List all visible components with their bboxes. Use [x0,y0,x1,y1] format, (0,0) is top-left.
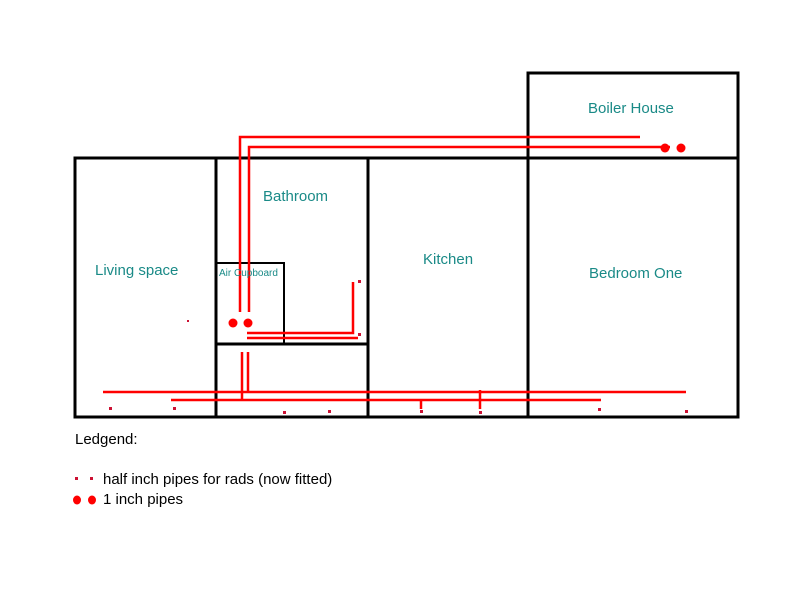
inch-pipe-dot [660,143,670,153]
inch-pipe-dot [228,318,238,328]
legend-rad-dot [90,477,93,480]
legend-item-one-inch: 1 inch pipes [103,491,184,508]
rad-dot [328,410,331,413]
rad-dot [358,280,361,283]
rad-points [75,280,688,480]
rad-dot [479,411,482,414]
legend-rad-dot [75,477,78,480]
rad-dot [283,411,286,414]
room-label-living-space: Living space [95,262,179,279]
rad-dot [598,408,601,411]
pipe [238,135,640,312]
pipes [103,135,686,409]
rad-dot [358,333,361,336]
rad-dot [109,407,112,410]
room-label-boiler-house: Boiler House [588,100,674,117]
rad-dot [187,320,189,322]
pipe [247,145,670,312]
room-label-bedroom-one: Bedroom One [589,265,683,282]
room-label-bathroom: Bathroom [263,188,329,205]
boiler-house-wall [526,71,740,160]
room-label-kitchen: Kitchen [423,251,474,268]
inch-pipe-dot [676,143,686,153]
legend-inch-dot [73,495,81,505]
legend-inch-dot [88,495,96,505]
pipe [247,282,355,335]
rad-dot [420,410,423,413]
inch-pipe-dot [243,318,253,328]
legend-title: Ledgend: [75,431,138,448]
rad-dot [685,410,688,413]
one-inch-pipe-points [73,143,686,505]
outer-wall [73,156,740,419]
room-label-air-cupboard: Air Cupboard [219,268,278,279]
rad-dot [173,407,176,410]
walls [73,71,740,419]
legend-item-half-inch: half inch pipes for rads (now fitted) [103,471,333,488]
